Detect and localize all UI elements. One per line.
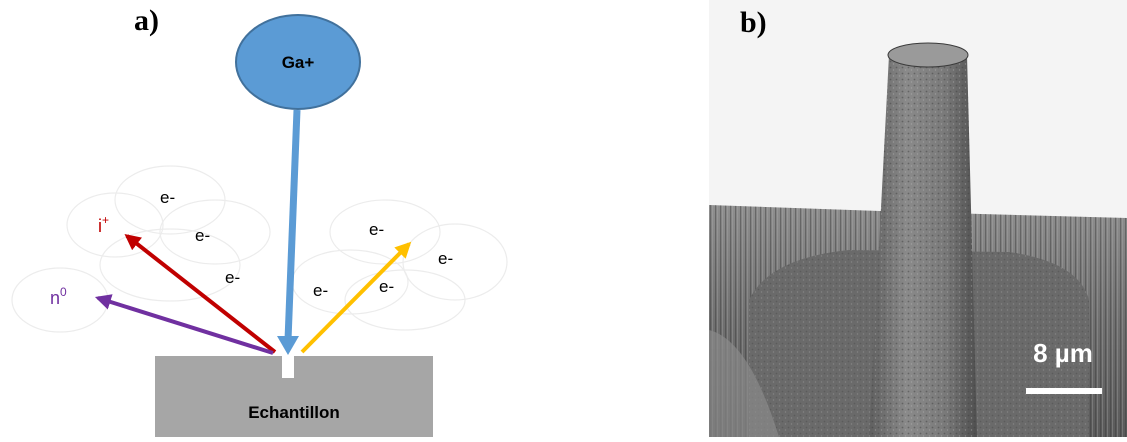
ion-beam-arrowhead xyxy=(277,336,299,355)
debris xyxy=(709,330,779,437)
electron-cloud-left xyxy=(11,165,271,333)
ion-label: i+ xyxy=(98,213,109,236)
electron-label: e- xyxy=(160,188,175,207)
ga-source-label: Ga+ xyxy=(282,53,315,72)
scale-bar xyxy=(1026,388,1102,394)
panel-b-label: b) xyxy=(740,6,767,39)
electron-label: e- xyxy=(379,277,394,296)
sem-micrograph: 8 µm xyxy=(709,0,1127,437)
electron-cloud-right xyxy=(291,199,508,331)
diagram-panel-a: Echantillon Ga+ i+ n0 e- e- e- e- e- e- … xyxy=(0,0,560,437)
electron-label: e- xyxy=(369,220,384,239)
electron-label: e- xyxy=(438,249,453,268)
pillar-top xyxy=(887,42,969,68)
electron-label: e- xyxy=(225,268,240,287)
neutral-ejection-arrow xyxy=(94,294,274,355)
electron-ejection-arrow xyxy=(300,241,412,354)
electron-label: e- xyxy=(195,226,210,245)
pillar-texture xyxy=(869,55,977,437)
ga-ion-source xyxy=(235,14,361,110)
fib-diagram: Echantillon Ga+ i+ n0 e- e- e- e- e- e- … xyxy=(11,14,508,437)
ion-ejection-arrow xyxy=(124,234,277,354)
panel-a-label: a) xyxy=(134,4,159,37)
sem-image-panel-b: 8 µm b) xyxy=(709,0,1127,437)
ion-beam-arrow xyxy=(284,109,301,341)
electron-label: e- xyxy=(313,281,328,300)
neutral-label: n0 xyxy=(50,285,67,308)
impact-notch xyxy=(282,356,294,378)
scale-bar-label: 8 µm xyxy=(1033,338,1093,368)
sample-label: Echantillon xyxy=(248,403,340,422)
